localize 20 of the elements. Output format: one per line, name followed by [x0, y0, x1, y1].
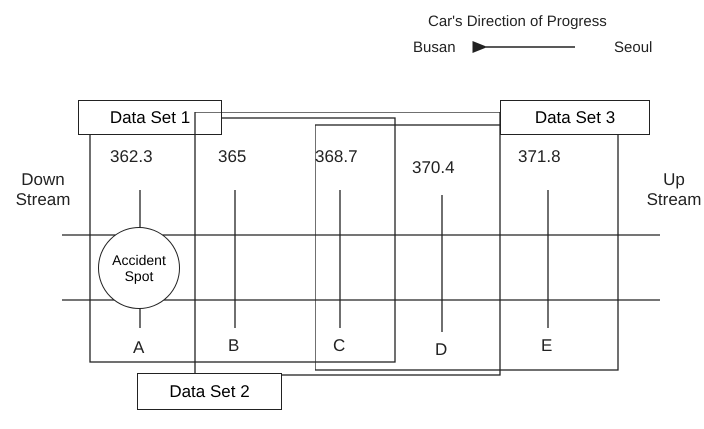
stream-label: Up Stream: [646, 170, 702, 210]
station-letter: C: [333, 336, 346, 356]
milepost-number: 371.8: [518, 147, 561, 167]
station-letter: B: [228, 336, 240, 356]
data-set-label: Data Set 3: [500, 100, 650, 135]
data-set-label: Data Set 2: [137, 373, 282, 410]
data-set-label: Data Set 1: [78, 100, 222, 135]
data-set-region: [78, 100, 396, 363]
stream-label: Down Stream: [14, 170, 72, 210]
accident-spot-circle: Accident Spot: [98, 227, 180, 309]
milepost-number: 370.4: [412, 158, 455, 178]
direction-caption: Car's Direction of Progress: [428, 12, 607, 32]
station-letter: A: [133, 338, 144, 358]
city-name: Busan: [413, 38, 456, 58]
city-name: Seoul: [614, 38, 652, 58]
milepost-number: 368.7: [315, 147, 358, 167]
station-letter: E: [541, 336, 552, 356]
milepost-number: 365: [218, 147, 246, 167]
station-letter: D: [435, 340, 448, 360]
milepost-number: 362.3: [110, 147, 153, 167]
